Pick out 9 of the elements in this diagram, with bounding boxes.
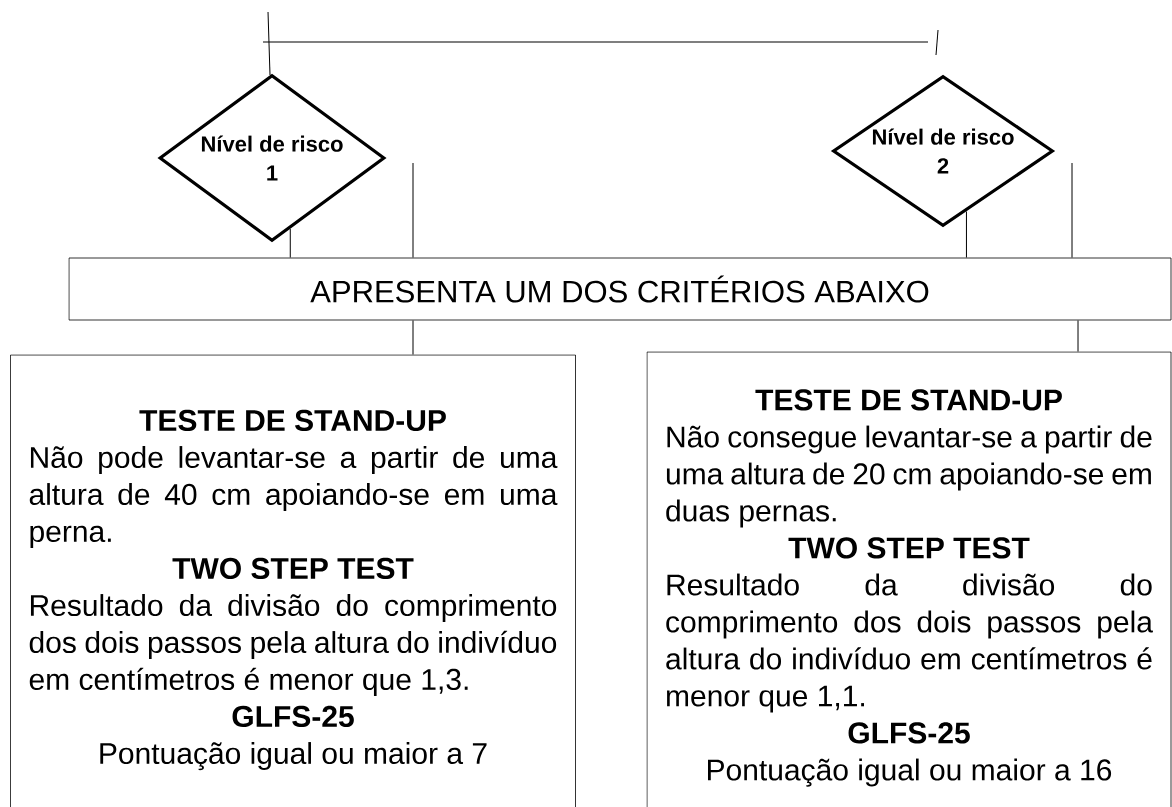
criteria-bar: APRESENTA UM DOS CRITÉRIOS ABAIXO	[68, 257, 1172, 321]
connector-line	[1071, 162, 1073, 259]
connector-line	[289, 228, 291, 259]
connector-line	[1077, 319, 1079, 353]
connector-line	[412, 162, 414, 259]
criteria-box: TESTE DE STAND-UP Não pode levantar-se a partir de uma altura de 40 cm apoiando-se em uma perna. TWO STEP TEST Resultado da divisão do comprimento dos dois passos pela altura do indivíduo em centímetros é menor que 1,3. GLFS-25 Pontuação igual ou maior a 7	[10, 354, 576, 807]
connector-line	[965, 211, 967, 259]
criteria-box: TESTE DE STAND-UP Não consegue levantar-se a partir de uma altura de 20 cm apoiando-se em duas pernas. TWO STEP TEST Resultado da divisão do comprimento dos dois passos pela altura do indivíduo em centímetros é menor que 1,1. GLFS-25 Pontuação igual ou maior a 16	[646, 351, 1172, 807]
connector-line	[412, 319, 414, 356]
